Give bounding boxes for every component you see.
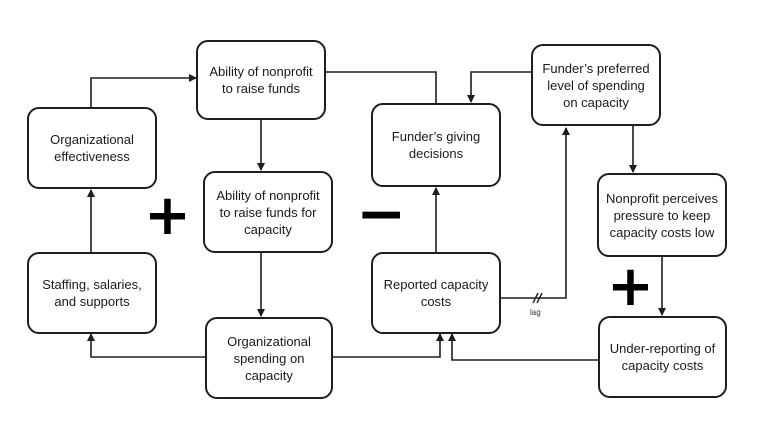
arrow-spending-to-reported-costs xyxy=(333,333,444,358)
node-label: Reported capacity costs xyxy=(383,277,489,309)
node-nonprofit-pressure: Nonprofit perceives pressure to keep cap… xyxy=(597,173,727,257)
node-label: Funder’s giving decisions xyxy=(391,129,481,161)
node-ability-raise-funds: Ability of nonprofit to raise funds xyxy=(196,40,326,120)
node-label: Organizational spending on capacity xyxy=(227,333,311,383)
node-ability-raise-funds-capacity: Ability of nonprofit to raise funds for … xyxy=(203,171,333,253)
node-staffing-salaries-supports: Staffing, salaries, and supports xyxy=(27,252,157,334)
node-label: Ability of nonprofit to raise funds for … xyxy=(216,187,320,237)
delay-mark xyxy=(532,292,543,304)
loop-sign-middle-balancing: − xyxy=(356,179,407,249)
arrow-spending-to-staffing xyxy=(87,333,205,358)
node-funder-giving-decisions: Funder’s giving decisions xyxy=(371,103,501,187)
arrow-preferred-level-to-giving xyxy=(467,71,531,103)
node-organizational-spending: Organizational spending on capacity xyxy=(205,317,333,399)
node-under-reporting: Under-reporting of capacity costs xyxy=(598,316,727,398)
node-reported-capacity-costs: Reported capacity costs xyxy=(371,252,501,334)
arrow-giving-to-fundraising xyxy=(299,68,437,103)
arrow-effectiveness-to-fundraising xyxy=(90,74,197,107)
node-label: Ability of nonprofit to raise funds xyxy=(209,64,313,96)
node-label: Funder’s preferred level of spending on … xyxy=(542,60,650,110)
node-label: Staffing, salaries, and supports xyxy=(42,277,142,309)
node-organizational-effectiveness: Organizational effectiveness xyxy=(27,107,157,189)
arrow-under-reporting-to-reported-costs xyxy=(448,333,598,361)
loop-sign-right-reinforcing: + xyxy=(607,254,654,319)
node-funder-preferred-spending: Funder’s preferred level of spending on … xyxy=(531,44,661,126)
node-label: Nonprofit perceives pressure to keep cap… xyxy=(606,190,718,240)
node-label: Organizational effectiveness xyxy=(50,132,134,164)
arrow-reported-costs-to-preferred-level xyxy=(500,127,570,299)
node-label: Under-reporting of capacity costs xyxy=(609,341,716,373)
loop-sign-left-reinforcing: + xyxy=(144,183,191,248)
delay-label: lag xyxy=(530,308,541,317)
